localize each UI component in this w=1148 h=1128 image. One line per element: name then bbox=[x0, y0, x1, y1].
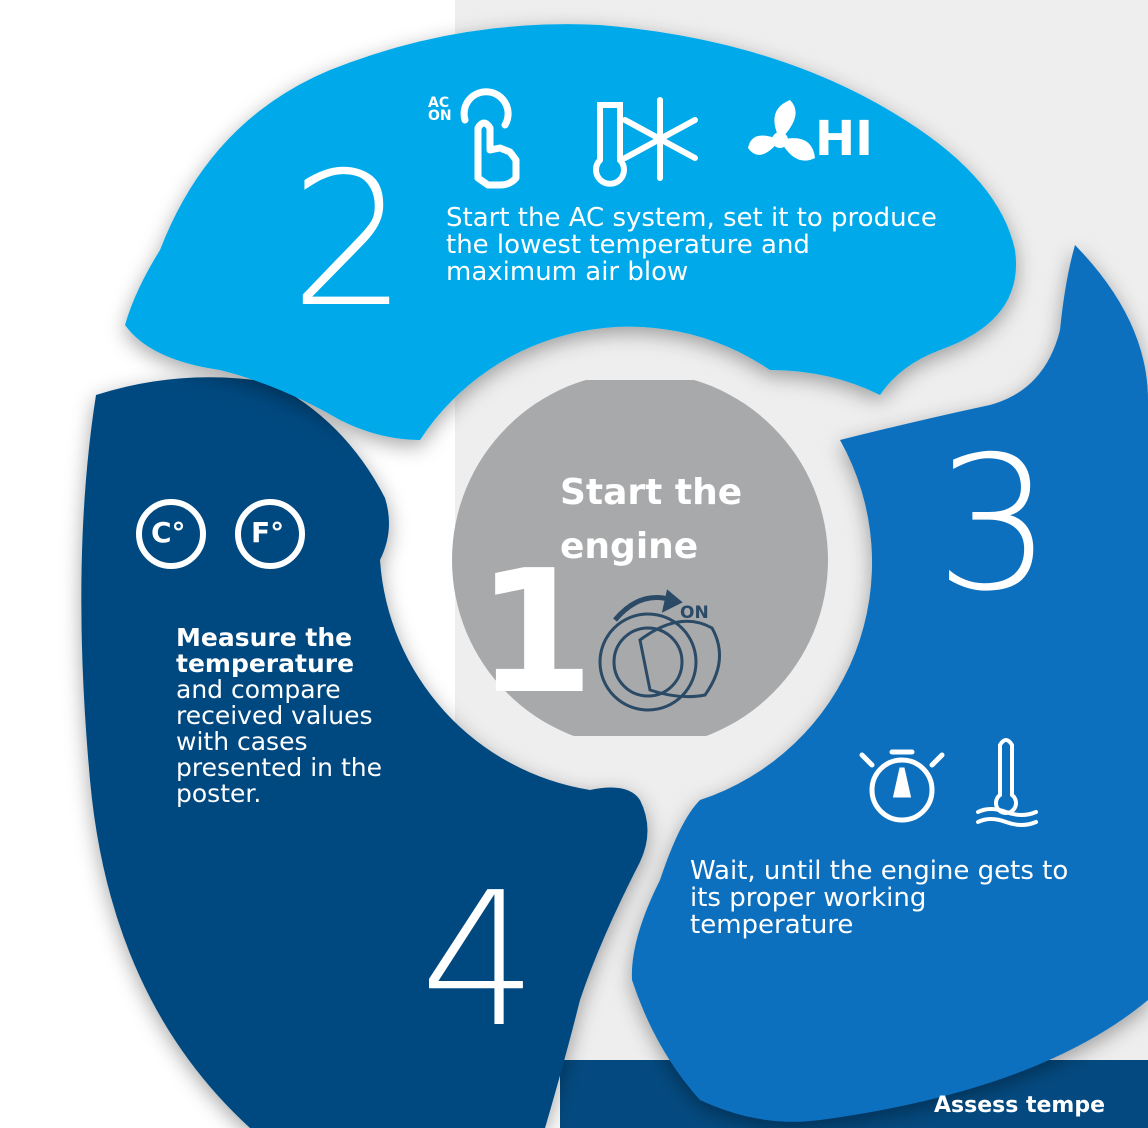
step4-description: and compare received values with cases p… bbox=[176, 675, 382, 808]
fan-hi-label: HI bbox=[815, 111, 874, 167]
step2-description: Start the AC system, set it to produce t… bbox=[446, 203, 937, 287]
thermometer-snowflake-icon bbox=[593, 97, 698, 187]
step3-description: Wait, until the engine gets to its prope… bbox=[690, 856, 1069, 940]
celsius-label: C° bbox=[151, 516, 186, 549]
step4-description-block: Measure the temperature and compare rece… bbox=[176, 625, 406, 807]
step3-number: 3 bbox=[935, 416, 1053, 632]
fahrenheit-label: F° bbox=[251, 516, 285, 549]
step4-segment bbox=[81, 377, 648, 1128]
footer-title: Assess tempe bbox=[934, 1093, 1106, 1118]
thermometer-heat-icon bbox=[976, 738, 1038, 827]
step3-segment bbox=[631, 245, 1148, 1122]
step4-description-bold: Measure the temperature bbox=[176, 623, 355, 678]
step1-number: 1 bbox=[476, 534, 595, 732]
ignition-on-label: ON bbox=[680, 603, 709, 623]
step1-circle bbox=[452, 380, 828, 736]
celsius-icon bbox=[136, 499, 206, 569]
stopwatch-icon bbox=[859, 749, 945, 823]
fahrenheit-icon bbox=[235, 499, 305, 569]
step1-title: Start the engine bbox=[560, 472, 743, 567]
step2-segment bbox=[125, 24, 1017, 440]
step2-number: 2 bbox=[290, 132, 408, 348]
ignition-key-icon bbox=[598, 589, 722, 712]
ac-on-label: AC ON bbox=[428, 95, 452, 124]
step4-number: 4 bbox=[420, 852, 538, 1068]
fan-hi-icon bbox=[748, 100, 815, 161]
ac-on-touch-icon bbox=[460, 88, 520, 189]
